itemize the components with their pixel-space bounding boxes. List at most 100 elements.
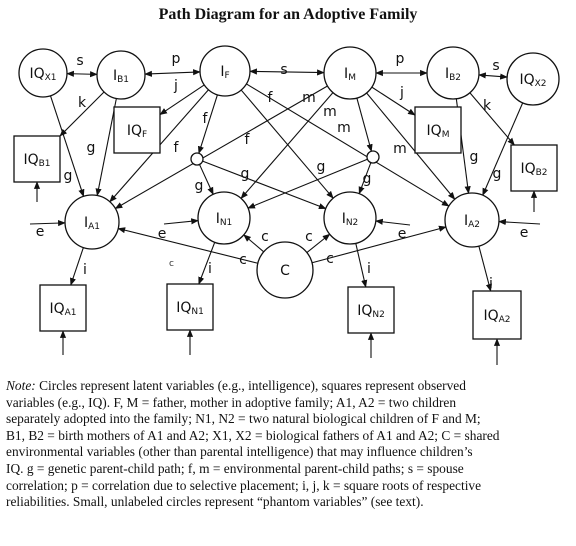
residual-label: e: [398, 226, 407, 242]
observed-variable-iqn1: IQN1: [166, 283, 214, 331]
latent-variable-ia1: IA1: [64, 194, 120, 250]
node-label: IM: [344, 66, 356, 83]
note-line: IQ. g = genetic parent-child path; f, m …: [6, 461, 572, 478]
path-label: j: [399, 85, 404, 101]
path-arrow-im-ia1: [114, 85, 328, 209]
node-label-base: I: [220, 64, 224, 80]
path-label: i: [367, 261, 371, 277]
path-label: f: [268, 90, 274, 106]
node-label-base: IQ: [23, 152, 38, 168]
node-label-sub: A1: [88, 222, 100, 232]
path-label: g: [195, 178, 204, 194]
path-arrow-if-iqf: [159, 84, 205, 116]
latent-variable-im: IM: [323, 46, 377, 100]
node-label-base: IQ: [176, 300, 191, 316]
node-label: IQX1: [29, 66, 56, 83]
latent-variable-iqx2: IQX2: [506, 52, 560, 106]
note-line: B1, B2 = birth mothers of A1 and A2; X1,…: [6, 428, 572, 445]
observed-variable-iqb1: IQB1: [13, 135, 61, 183]
node-label-sub: B1: [39, 159, 51, 169]
observed-variable-iqb2: IQB2: [510, 144, 558, 192]
node-label-sub: A2: [468, 220, 480, 230]
note-line-text: variables (e.g., IQ). F, M = father, mot…: [6, 394, 457, 410]
path-arrow-im-iqm: [371, 86, 416, 116]
path-label: m: [323, 104, 337, 120]
path-label: c: [305, 229, 313, 245]
node-label: IA1: [84, 215, 100, 232]
path-label: m: [337, 120, 351, 136]
residual-arrow-ia2: [498, 218, 541, 226]
node-label: IQN1: [176, 300, 204, 317]
note-line: environmental variables (other than pare…: [6, 444, 572, 461]
observed-variable-iqf: IQF: [113, 106, 161, 154]
stray-mark: c: [169, 259, 174, 269]
path-arrow-ib2-iqx2: [478, 72, 508, 80]
path-label: s: [492, 58, 499, 74]
residual-label: e: [158, 226, 167, 242]
node-label-base: IQ: [519, 72, 534, 88]
node-label: IB1: [113, 68, 129, 85]
observed-variable-iqa1: IQA1: [39, 284, 87, 332]
node-label-base: I: [342, 211, 346, 227]
diagram-title: Path Diagram for an Adoptive Family: [158, 6, 418, 23]
path-label: g: [317, 159, 326, 175]
node-label: IQN2: [357, 303, 385, 320]
path-label: g: [241, 166, 250, 182]
node-label-base: C: [280, 263, 290, 279]
path-label: p: [396, 51, 405, 67]
note-line-text: IQ. g = genetic parent-child path; f, m …: [6, 460, 464, 476]
node-label-base: I: [464, 213, 468, 229]
latent-variable-in1: IN1: [197, 191, 251, 245]
node-label-sub: N1: [191, 307, 203, 317]
node-label-sub: N2: [372, 310, 384, 320]
path-label: p: [172, 51, 181, 67]
path-arrow-ib2-iqb2: [469, 92, 515, 146]
node-label-sub: A1: [65, 308, 77, 318]
residual-arrow-ia1: [29, 220, 66, 227]
latent-variable-ib2: IB2: [426, 46, 480, 100]
node-label-sub: F: [224, 71, 229, 81]
path-arrow-im-in1: [240, 92, 334, 199]
node-label-base: IQ: [520, 161, 535, 177]
node-label: IQA1: [49, 301, 76, 318]
node-label-sub: X2: [535, 79, 547, 89]
phantom-variable-ph2: [366, 150, 380, 164]
path-label: c: [261, 229, 269, 245]
note-line: separately adopted into the family; N1, …: [6, 411, 572, 428]
path-arrow-ph1-in2: [202, 160, 327, 210]
note-line-text: environmental variables (other than pare…: [6, 444, 473, 460]
note-paragraph: Note: Circles represent latent variables…: [6, 378, 572, 511]
path-label: i: [83, 262, 87, 278]
node-label: IB2: [445, 66, 461, 83]
latent-variable-iqx1: IQX1: [18, 48, 68, 98]
path-arrow-if-im: [249, 68, 325, 76]
latent-variable-in2: IN2: [323, 191, 377, 245]
node-label-base: IQ: [357, 303, 372, 319]
node-label: IQA2: [483, 308, 510, 325]
node-label-sub: F: [142, 130, 147, 140]
node-label-base: IQ: [483, 308, 498, 324]
path-label: c: [239, 252, 247, 268]
node-label: IQB2: [520, 161, 547, 178]
path-arrow-ph2-in2: [358, 162, 372, 195]
note-line-text: separately adopted into the family; N1, …: [6, 411, 481, 427]
observed-variable-iqa2: IQA2: [472, 290, 522, 340]
phantom-variable-ph1: [190, 152, 204, 166]
node-label: IA2: [464, 213, 480, 230]
node-label-base: I: [445, 66, 449, 82]
path-arrow-ia1-iqa1: [70, 247, 84, 286]
path-label: i: [208, 261, 212, 277]
path-arrow-im-ia2: [366, 92, 456, 200]
path-arrow-if-ia2: [246, 83, 450, 207]
path-arrow-ib1-ia1: [95, 98, 117, 197]
path-arrow-im-ph2: [356, 97, 373, 152]
node-label-sub: N1: [220, 218, 232, 228]
path-label: k: [483, 98, 492, 114]
path-label: c: [326, 251, 334, 267]
node-label-base: IQ: [427, 123, 442, 139]
residual-arrow-in1: [163, 218, 199, 225]
path-arrow-ph2-in1: [247, 158, 368, 209]
node-label: IQB1: [23, 152, 50, 169]
node-label: C: [280, 263, 290, 279]
